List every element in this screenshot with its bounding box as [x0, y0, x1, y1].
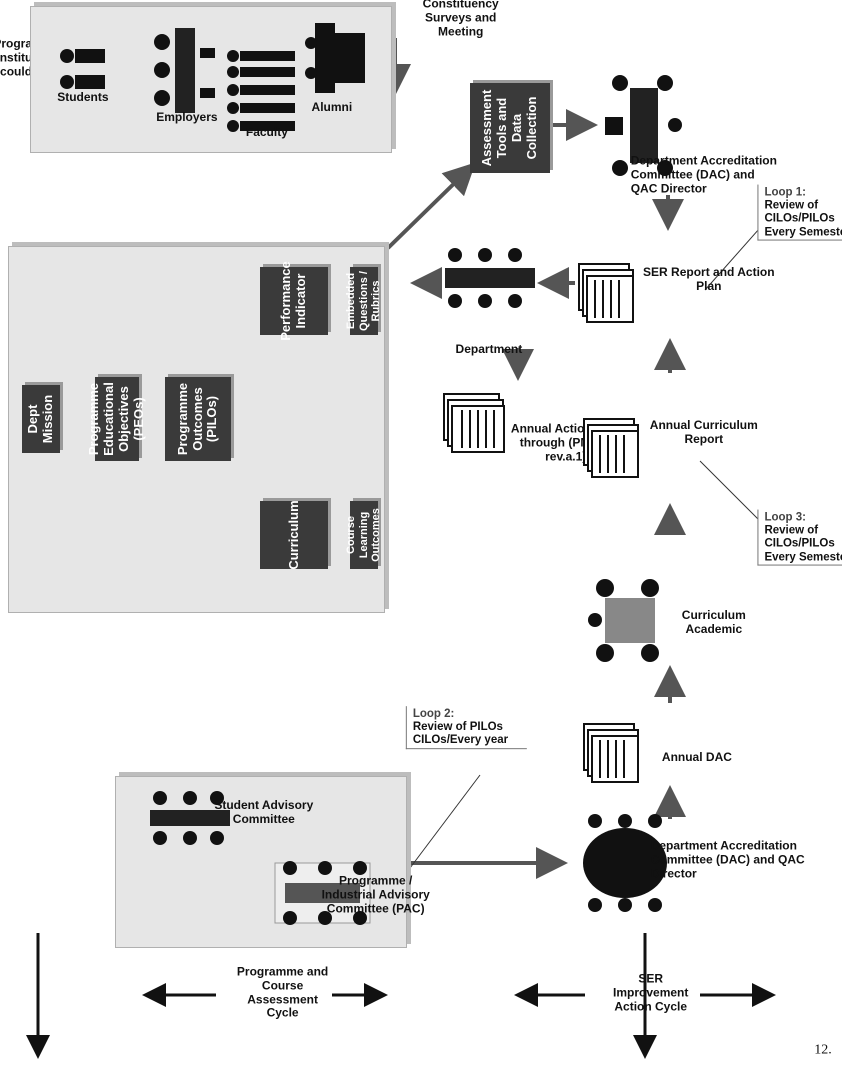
employers-icon	[154, 28, 215, 113]
loop1-heading: Loop 1:	[764, 186, 806, 199]
ser-report-documents-icon	[578, 263, 634, 323]
surveys-label: Constituency Surveys and Meeting	[422, 0, 499, 38]
loop3-callout: Loop 3: Review of CILOs/PILOs Every Seme…	[757, 509, 842, 566]
loop2-leader	[409, 774, 481, 869]
loop3-text: Review of CILOs/PILOs Every Semester	[764, 524, 842, 564]
performance-indicator-box: Performance Indicator	[260, 261, 328, 341]
peos-box: Programme Educational Objectives (PEOs)	[86, 377, 146, 461]
ser-improvement-cycle-label: SER Improvement Action Cycle	[613, 971, 689, 1013]
clo-box: Course Learning Outcomes	[345, 501, 382, 569]
students-label: Students	[57, 90, 109, 105]
annual-curriculum-report-label: Annual Curriculum Report	[649, 418, 758, 446]
loop2-text: Review of PILOs CILOs/Every year	[412, 721, 509, 747]
loop3-heading: Loop 3:	[764, 511, 806, 524]
pac-meeting-icon	[274, 861, 371, 925]
faculty-icon	[227, 50, 295, 132]
dept-mission-box: Dept Mission	[22, 385, 60, 453]
loop2-heading: Loop 2:	[412, 708, 455, 721]
pac-label: Programme / Industrial Advisory Committe…	[321, 873, 430, 915]
curriculum-academic-meeting-icon	[588, 579, 659, 662]
curriculum-academic-label: Curriculum Academic	[681, 608, 746, 636]
annual-dac-documents-icon	[583, 723, 639, 783]
loop1-text: Review of CILOs/PILOs Every Semester	[764, 199, 842, 239]
curriculum-box: Curriculum	[260, 500, 328, 570]
loop1-callout: Loop 1: Review of CILOs/PILOs Every Seme…	[757, 184, 842, 241]
page-number: 12.	[814, 1042, 832, 1058]
employers-label: Employers	[156, 110, 218, 125]
ser-report-label: SER Report and Action Plan	[643, 265, 775, 293]
arrow-panel-to-assessment	[386, 162, 476, 250]
student-advisory-label: Student Advisory Committee	[214, 798, 314, 826]
department-meeting-icon	[445, 248, 535, 308]
department-label: Department	[455, 342, 523, 357]
students-icon	[60, 49, 105, 89]
faculty-label: Faculty	[245, 125, 288, 140]
assessment-tools-box: Assessment Tools and Data Collection	[470, 83, 550, 173]
dac-meeting-icon	[605, 75, 682, 176]
alumni-label: Alumni	[311, 100, 353, 115]
programme-course-cycle-label: Programme and Course Assessment Cycle	[236, 964, 329, 1020]
alumni-icon	[305, 23, 365, 93]
curriculum-report-documents-icon	[583, 418, 639, 478]
annual-dac-label: Annual DAC	[661, 750, 732, 765]
annual-action-plan-documents-icon	[443, 393, 505, 453]
dac-roundtable-icon	[583, 814, 667, 912]
embedded-questions-box: Embedded Questions / Rubrics	[345, 267, 382, 335]
pilos-box: Programme Outcomes (PILOs)	[165, 377, 231, 461]
dac-bottom-label: Department Accreditation Committee (DAC)…	[650, 838, 805, 880]
loop2-callout: Loop 2: Review of PILOs CILOs/Every year	[405, 706, 527, 749]
student-advisory-icon	[150, 791, 230, 845]
